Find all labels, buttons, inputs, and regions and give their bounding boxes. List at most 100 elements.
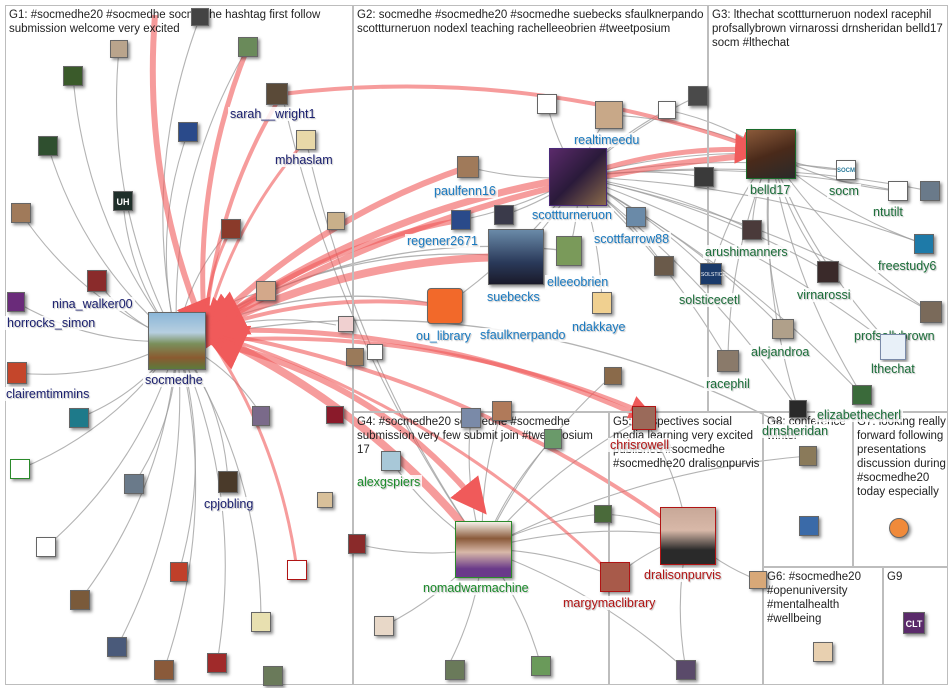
nomadwarmachine-avatar[interactable] bbox=[455, 521, 512, 578]
g2-avatar-7[interactable] bbox=[461, 408, 481, 428]
red-edge-socmedhe-chrisrowell bbox=[205, 336, 654, 419]
red-edge-15 bbox=[202, 326, 617, 579]
g1-avatar-20[interactable] bbox=[70, 590, 90, 610]
g2-avatar-9[interactable] bbox=[604, 367, 622, 385]
g6-avatar-1[interactable] bbox=[813, 642, 833, 662]
g1-avatar-25[interactable] bbox=[263, 666, 283, 686]
g1-avatar-14[interactable] bbox=[326, 406, 344, 424]
g5-avatar-2[interactable] bbox=[749, 571, 767, 589]
ndakkaye-avatar[interactable] bbox=[592, 292, 612, 314]
margymaclibrary-avatar[interactable] bbox=[600, 562, 630, 592]
scottfarrow88-avatar[interactable] bbox=[626, 207, 646, 227]
g2-avatar-3[interactable] bbox=[688, 86, 708, 106]
g4-avatar-2[interactable] bbox=[374, 616, 394, 636]
cpjobling-label: cpjobling bbox=[202, 497, 256, 511]
g1-avatar-17[interactable] bbox=[36, 537, 56, 557]
g8-avatar-1[interactable] bbox=[799, 446, 817, 466]
g1-avatar-16[interactable] bbox=[317, 492, 333, 508]
green-logo-node[interactable] bbox=[10, 459, 30, 479]
ou-library-avatar[interactable] bbox=[427, 288, 463, 324]
suebecks-avatar[interactable] bbox=[488, 229, 544, 285]
drnsheridan-avatar[interactable] bbox=[789, 400, 807, 418]
elizabethecherl-label: elizabethecherl bbox=[815, 408, 904, 422]
g1-avatar-19[interactable] bbox=[287, 560, 307, 580]
red-edge-8 bbox=[199, 173, 579, 336]
g4-avatar-1[interactable] bbox=[348, 534, 366, 554]
sarah-wright1-avatar[interactable] bbox=[266, 83, 288, 105]
g2-avatar-8[interactable] bbox=[492, 401, 512, 421]
elleeobrien-avatar[interactable] bbox=[556, 236, 582, 266]
teal-logo-node[interactable] bbox=[69, 408, 89, 428]
g1-avatar-1[interactable] bbox=[110, 40, 128, 58]
uh-logo-node[interactable]: UH bbox=[113, 191, 133, 211]
g1-avatar-5[interactable] bbox=[178, 122, 198, 142]
profsallybrown-avatar[interactable] bbox=[920, 301, 942, 323]
alexgspiers-avatar[interactable] bbox=[381, 451, 401, 471]
belld17-avatar[interactable] bbox=[746, 129, 796, 179]
g2-avatar-5[interactable] bbox=[654, 256, 674, 276]
freestudy6-avatar[interactable] bbox=[914, 234, 934, 254]
clairemtimmins-avatar[interactable] bbox=[7, 362, 27, 384]
elizabethecherl-avatar[interactable] bbox=[852, 385, 872, 405]
g1-avatar-3[interactable] bbox=[238, 37, 258, 57]
arushimanners-avatar[interactable] bbox=[742, 220, 762, 240]
g7-avatar-1[interactable] bbox=[889, 518, 909, 538]
g1-avatar-15[interactable] bbox=[124, 474, 144, 494]
alejandroa-avatar[interactable] bbox=[772, 319, 794, 339]
scottturneruon-avatar[interactable] bbox=[549, 148, 607, 206]
ntutilt-avatar[interactable] bbox=[888, 181, 908, 201]
g2-avatar-10[interactable] bbox=[544, 429, 562, 449]
ou-library-label: ou_library bbox=[414, 329, 473, 343]
paulfenn16-avatar[interactable] bbox=[457, 156, 479, 178]
red-edge-11 bbox=[200, 315, 646, 421]
g8-avatar-2[interactable] bbox=[799, 516, 819, 536]
g2-avatar-2[interactable] bbox=[658, 101, 676, 119]
g3-avatar-1[interactable] bbox=[694, 167, 714, 187]
group-g9-description: G9 bbox=[887, 571, 903, 583]
solsticecetl-avatar[interactable]: SOLSTICE bbox=[700, 263, 726, 285]
virnarossi-avatar[interactable] bbox=[817, 261, 839, 283]
g1-avatar-2[interactable] bbox=[191, 8, 209, 26]
g4-avatar-4[interactable] bbox=[531, 656, 551, 676]
g1-avatar-23[interactable] bbox=[154, 660, 174, 680]
horrocks-simon-avatar[interactable] bbox=[7, 292, 25, 312]
g3-avatar-2[interactable] bbox=[920, 181, 940, 201]
lthechat-avatar[interactable] bbox=[880, 334, 906, 360]
g1-avatar-9[interactable] bbox=[327, 212, 345, 230]
g2-avatar-1[interactable] bbox=[537, 94, 557, 114]
g1-avatar-8[interactable] bbox=[221, 219, 241, 239]
red-edge-13 bbox=[203, 328, 299, 571]
g1-avatar-10[interactable] bbox=[256, 281, 276, 301]
g1-avatar-24[interactable] bbox=[207, 653, 227, 673]
nina-walker00-avatar[interactable] bbox=[87, 270, 107, 292]
group-g3-description: G3: lthechat scottturneruon nodexl racep… bbox=[712, 9, 946, 49]
g4-avatar-3[interactable] bbox=[445, 660, 465, 680]
chrisrowell-avatar[interactable] bbox=[632, 406, 656, 430]
racephil-avatar[interactable] bbox=[717, 350, 739, 372]
socm-avatar[interactable]: SOCM bbox=[836, 160, 856, 180]
socmedhe-avatar[interactable] bbox=[148, 312, 206, 370]
g1-avatar-12[interactable] bbox=[346, 348, 364, 366]
g5-avatar-1[interactable] bbox=[594, 505, 612, 523]
clt-logo-node[interactable]: CLT bbox=[903, 612, 925, 634]
dralisonpurvis-avatar[interactable] bbox=[660, 507, 716, 565]
g2-avatar-6[interactable] bbox=[367, 344, 383, 360]
red-edge-9 bbox=[199, 151, 772, 335]
nomadwarmachine-label: nomadwarmachine bbox=[421, 581, 531, 595]
g1-avatar-21[interactable] bbox=[251, 612, 271, 632]
g1-avatar-18[interactable] bbox=[170, 562, 188, 582]
g2-avatar-4[interactable] bbox=[494, 205, 514, 225]
g1-avatar-4[interactable] bbox=[63, 66, 83, 86]
socmedhe-label: socmedhe bbox=[143, 373, 205, 387]
g1-avatar-7[interactable] bbox=[11, 203, 31, 223]
g1-avatar-13[interactable] bbox=[252, 406, 270, 426]
g1-avatar-11[interactable] bbox=[338, 316, 354, 332]
group-g3-box bbox=[708, 5, 948, 412]
g1-avatar-22[interactable] bbox=[107, 637, 127, 657]
regener2671-avatar[interactable] bbox=[451, 210, 471, 230]
g1-avatar-6[interactable] bbox=[38, 136, 58, 156]
realtimeedu-avatar[interactable] bbox=[595, 101, 623, 129]
mbhaslam-avatar[interactable] bbox=[296, 130, 316, 150]
g5-avatar-3[interactable] bbox=[676, 660, 696, 680]
cpjobling-avatar[interactable] bbox=[218, 471, 238, 493]
